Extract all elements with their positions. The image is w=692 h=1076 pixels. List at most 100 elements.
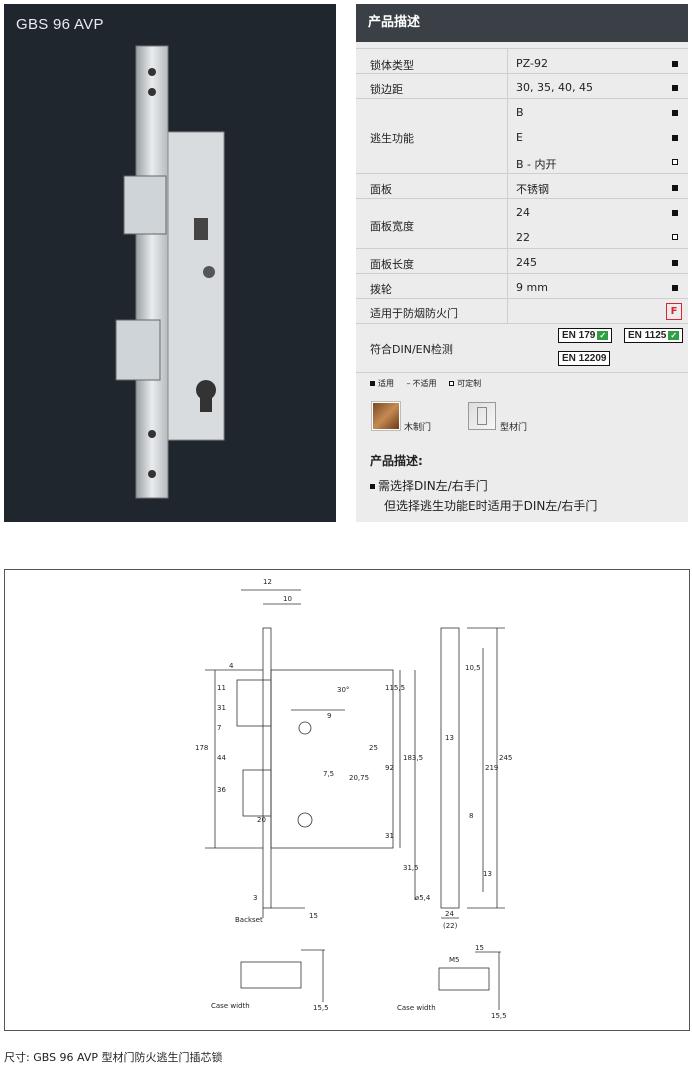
row-value: 245 bbox=[516, 256, 537, 269]
case-width-label: Case width bbox=[211, 1002, 250, 1010]
dimension-drawing: 12 10 4 11 31 7 178 44 36 20 30° 9 25 7,… bbox=[195, 578, 512, 1020]
applicable-mark bbox=[672, 260, 678, 266]
row-label: 面板宽度 bbox=[370, 220, 414, 233]
table-divider bbox=[507, 48, 508, 323]
dim-label: 20 bbox=[257, 816, 266, 824]
applicable-mark bbox=[672, 85, 678, 91]
dim-label: 12 bbox=[263, 578, 272, 586]
profile-door-icon bbox=[468, 402, 496, 430]
applicable-mark bbox=[672, 135, 678, 141]
dim-label: 36 bbox=[217, 786, 226, 794]
row-label: 锁体类型 bbox=[370, 59, 414, 72]
dim-label: ⌀5,4 bbox=[415, 894, 431, 902]
dim-label: 15 bbox=[309, 912, 318, 920]
dim-label: 24 bbox=[445, 910, 454, 918]
cert-badge-en179: EN 179✓ bbox=[558, 328, 613, 343]
custom-mark bbox=[672, 234, 678, 240]
row-value: B bbox=[516, 106, 524, 119]
row-value: 不锈钢 bbox=[516, 183, 549, 196]
dim-label: 92 bbox=[385, 764, 394, 772]
row-value: 24 bbox=[516, 206, 530, 219]
wood-door-icon bbox=[372, 402, 400, 430]
description-line: 需选择DIN左/右手门 bbox=[370, 477, 488, 494]
applicable-mark bbox=[672, 210, 678, 216]
dim-label: (22) bbox=[443, 922, 458, 930]
dim-label: 245 bbox=[499, 754, 512, 762]
dim-label: 15,5 bbox=[491, 1012, 507, 1020]
dim-label: 11 bbox=[217, 684, 226, 692]
dim-label: 4 bbox=[229, 662, 234, 670]
row-value: E bbox=[516, 131, 523, 144]
row-value: B - 内开 bbox=[516, 158, 557, 171]
table-row: 面板长度 245 bbox=[356, 248, 688, 274]
applicable-mark bbox=[672, 185, 678, 191]
dim-label: 219 bbox=[485, 764, 498, 772]
dim-label: 15 bbox=[475, 944, 484, 952]
dim-label: 7,5 bbox=[323, 770, 334, 778]
table-row: 适用于防烟防火门 F bbox=[356, 298, 688, 324]
table-row: 拨轮 9 mm bbox=[356, 273, 688, 299]
spec-panel: 产品描述 锁体类型 PZ-92 锁边距 30, 35, 40, 45 逃生功能 … bbox=[356, 4, 688, 522]
dim-label: 10 bbox=[283, 595, 292, 603]
dim-label: 8 bbox=[469, 812, 473, 820]
cert-badge-en12209: EN 12209 bbox=[558, 351, 611, 366]
cert-badge-en1125: EN 1125✓ bbox=[624, 328, 684, 343]
dim-label: 178 bbox=[195, 744, 208, 752]
row-value: PZ-92 bbox=[516, 57, 548, 70]
custom-mark bbox=[449, 381, 455, 386]
dim-label: 183,5 bbox=[403, 754, 423, 762]
lock-body-illustration bbox=[115, 45, 225, 499]
applicable-mark bbox=[672, 285, 678, 291]
applicable-mark bbox=[672, 61, 678, 67]
dim-label: 10,5 bbox=[465, 664, 481, 672]
description-title: 产品描述: bbox=[370, 454, 423, 468]
not-applicable-mark: – bbox=[406, 379, 411, 388]
dim-label: 7 bbox=[217, 724, 221, 732]
door-type-label: 木制门 bbox=[404, 423, 432, 433]
case-width-label: Case width bbox=[397, 1004, 436, 1012]
dim-label: 115,5 bbox=[385, 684, 405, 692]
dim-label: 13 bbox=[445, 734, 454, 742]
legend: 适用 –不适用 可定制 bbox=[370, 378, 481, 389]
product-photo-panel: GBS 96 AVP bbox=[4, 4, 336, 522]
description-line: 但选择逃生功能E时适用于DIN左/右手门 bbox=[384, 499, 598, 513]
dim-label: 13 bbox=[483, 870, 492, 878]
dim-label: 31 bbox=[385, 832, 394, 840]
row-value: 9 mm bbox=[516, 281, 548, 294]
dim-label: 15,5 bbox=[313, 1004, 329, 1012]
table-row: 符合DIN/EN检测 EN 179✓ EN 1125✓ EN 12209 bbox=[356, 323, 688, 373]
row-label: 面板长度 bbox=[370, 258, 414, 271]
table-row: 锁体类型 PZ-92 bbox=[356, 48, 688, 74]
technical-drawing: 12 10 4 11 31 7 178 44 36 20 30° 9 25 7,… bbox=[4, 569, 690, 1031]
table-row: 逃生功能 B E B - 内开 bbox=[356, 98, 688, 174]
dim-label: 9 bbox=[327, 712, 331, 720]
dim-label: 31 bbox=[217, 704, 226, 712]
table-row: 面板 不锈钢 bbox=[356, 173, 688, 199]
table-row: 面板宽度 24 22 bbox=[356, 198, 688, 249]
custom-mark bbox=[672, 159, 678, 165]
row-label: 拨轮 bbox=[370, 283, 392, 296]
row-label: 面板 bbox=[370, 183, 392, 196]
dim-label: 20,75 bbox=[349, 774, 369, 782]
row-label: 锁边距 bbox=[370, 83, 403, 96]
drawing-caption: 尺寸: GBS 96 AVP 型材门防火逃生门插芯锁 bbox=[4, 1051, 223, 1064]
row-label: 逃生功能 bbox=[370, 132, 414, 145]
row-label: 符合DIN/EN检测 bbox=[370, 343, 453, 356]
row-label: 适用于防烟防火门 bbox=[370, 307, 458, 320]
product-title: GBS 96 AVP bbox=[16, 16, 104, 33]
door-type-label: 型材门 bbox=[500, 423, 528, 433]
backset-label: Backset bbox=[235, 916, 263, 924]
dim-label: 30° bbox=[337, 686, 349, 694]
applicable-mark bbox=[672, 110, 678, 116]
fire-door-badge: F bbox=[666, 303, 682, 320]
dim-label: 31,5 bbox=[403, 864, 419, 872]
table-row: 锁边距 30, 35, 40, 45 bbox=[356, 73, 688, 99]
dim-label: 25 bbox=[369, 744, 378, 752]
row-value: 30, 35, 40, 45 bbox=[516, 81, 593, 94]
dim-label: 3 bbox=[253, 894, 257, 902]
applicable-mark bbox=[370, 381, 375, 386]
dim-label: M5 bbox=[449, 956, 460, 964]
dim-label: 44 bbox=[217, 754, 226, 762]
spec-header: 产品描述 bbox=[356, 4, 688, 42]
row-value: 22 bbox=[516, 231, 530, 244]
